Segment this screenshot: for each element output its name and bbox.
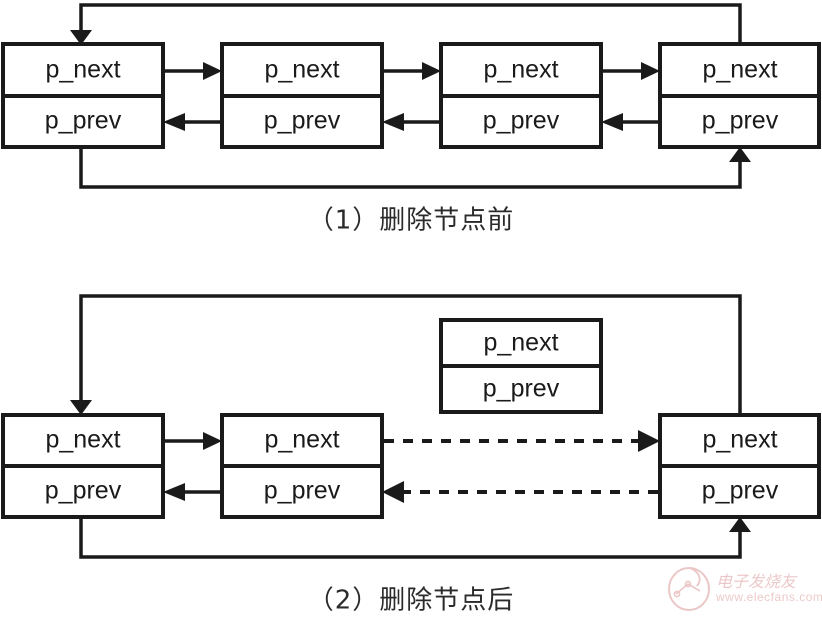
node-after-3-next-label: p_next (702, 426, 777, 454)
node-before-1-prev-label: p_prev (45, 107, 122, 135)
node-after-1: p_next p_prev (1, 413, 165, 519)
node-after-3: p_next p_prev (658, 413, 821, 519)
node-before-3-prev-label: p_prev (483, 107, 560, 135)
caption-after: （2）删除节点后 (308, 586, 515, 616)
node-after-1-prev-label: p_prev (45, 477, 122, 505)
arrow-after-prev-2-1 (163, 483, 222, 501)
arrow-before-prev-4-3 (601, 113, 660, 131)
loop-head-to-tail-top (70, 3, 742, 45)
diagram-before: p_next p_prev p_next p_prev p_next p_pre… (1, 3, 821, 236)
node-before-3: p_next p_prev (439, 42, 603, 149)
arrow-after-next-2-3-dashed (384, 430, 660, 452)
node-before-1-next-label: p_next (45, 56, 120, 84)
loop-after-head-to-tail-top (70, 294, 742, 415)
node-after-2: p_next p_prev (220, 413, 384, 519)
arrow-before-next-2-3 (382, 62, 441, 80)
node-before-1: p_next p_prev (1, 42, 165, 149)
node-before-4-next-label: p_next (702, 56, 777, 84)
arrow-before-prev-2-1 (163, 113, 222, 131)
arrow-before-next-3-4 (601, 62, 660, 80)
node-before-4-prev-label: p_prev (702, 107, 779, 135)
node-after-2-prev-label: p_prev (264, 477, 341, 505)
node-before-2-prev-label: p_prev (264, 107, 341, 135)
node-after-3-prev-label: p_prev (702, 477, 779, 505)
arrow-before-next-1-2 (163, 62, 222, 80)
node-after-2-next-label: p_next (264, 426, 339, 454)
node-before-3-next-label: p_next (483, 56, 558, 84)
node-after-1-next-label: p_next (45, 426, 120, 454)
node-after-detached-prev-label: p_prev (483, 375, 560, 403)
node-after-detached-next-label: p_next (483, 329, 558, 357)
loop-tail-to-head-bottom (79, 147, 751, 189)
diagram-after: p_next p_prev p_next p_prev p_next p_pre… (1, 294, 821, 616)
node-before-2-next-label: p_next (264, 56, 339, 84)
arrow-before-prev-3-2 (382, 113, 441, 131)
loop-after-tail-to-head-bottom (79, 516, 751, 559)
node-after-detached: p_next p_prev (439, 318, 603, 414)
arrow-after-prev-3-2-dashed (382, 481, 658, 503)
node-before-4: p_next p_prev (658, 42, 821, 149)
arrow-after-next-1-2 (163, 432, 222, 450)
node-before-2: p_next p_prev (220, 42, 384, 149)
caption-before: （1）删除节点前 (308, 206, 515, 236)
